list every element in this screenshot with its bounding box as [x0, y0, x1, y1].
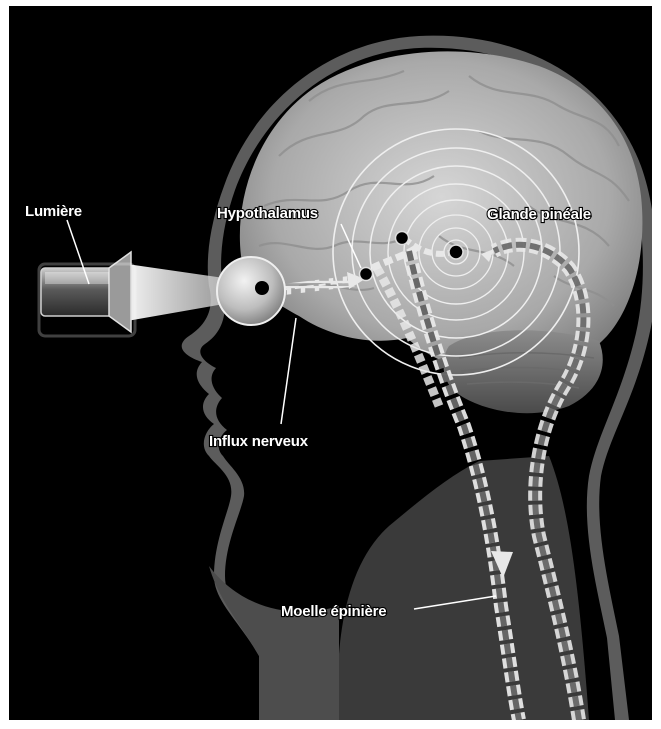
pineal-gland-dot: [449, 245, 463, 259]
label-hypothalamus: Hypothalamus: [217, 205, 318, 222]
label-spinal-cord: Moelle épinière: [281, 603, 386, 620]
hypothalamus-secondary-dot: [396, 232, 409, 245]
label-nerve-impulse: Influx nerveux: [209, 433, 309, 450]
label-light: Lumière: [25, 203, 82, 220]
diagram-canvas: Lumière Hypothalamus Glande pinéale Infl…: [9, 6, 652, 720]
lamp-icon: [39, 252, 135, 336]
hypothalamus-dot: [360, 268, 373, 281]
diagram-frame: Lumière Hypothalamus Glande pinéale Infl…: [9, 6, 652, 720]
label-pineal-gland: Glande pinéale: [487, 206, 591, 223]
eye-icon: [217, 257, 285, 325]
